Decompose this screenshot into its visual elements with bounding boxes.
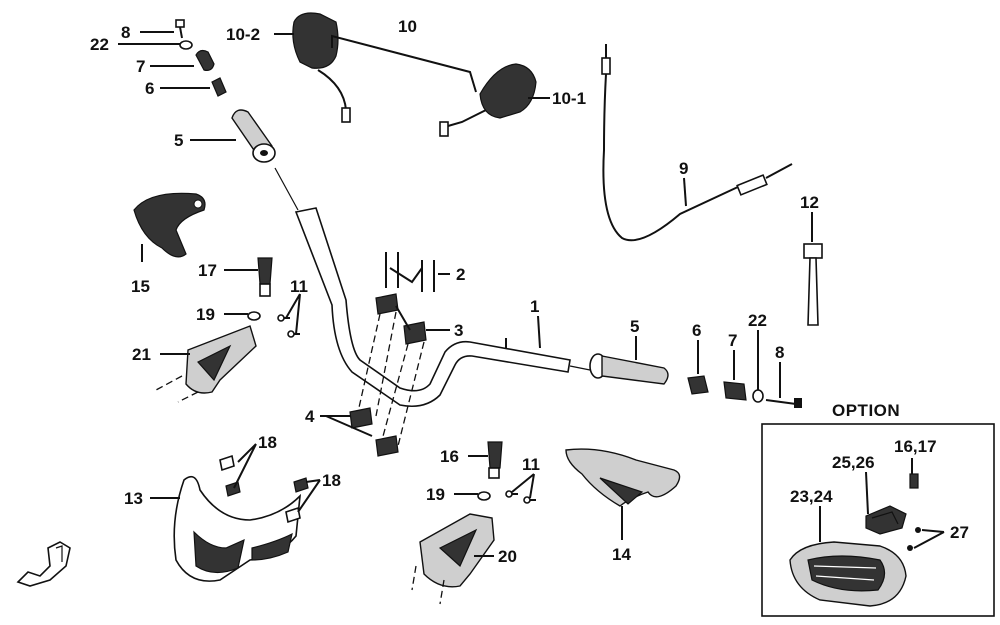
option-part-25-26 — [865, 505, 907, 535]
bolt-8-right — [765, 398, 802, 408]
label-7-right: 7 — [728, 331, 737, 350]
bolt-8-top — [175, 19, 185, 39]
handlebar-1 — [274, 167, 591, 408]
insert-6-right — [687, 375, 709, 395]
label-3: 3 — [454, 321, 463, 340]
part-labels: 8 22 7 6 5 10 10-2 10-1 9 12 15 17 19 11… — [90, 17, 969, 566]
grip-5-right — [589, 353, 669, 385]
bracket-20 — [411, 513, 495, 605]
handguard-15 — [133, 192, 206, 258]
bolts-2 — [385, 252, 435, 292]
label-8-top: 8 — [121, 23, 130, 42]
switch-16 — [487, 441, 503, 479]
option-part-16-17 — [909, 473, 919, 489]
label-5-right: 5 — [630, 317, 639, 336]
label-20: 20 — [498, 547, 517, 566]
grip-5-top — [231, 109, 276, 163]
label-11-right: 11 — [522, 455, 540, 474]
label-27: 27 — [950, 523, 969, 542]
front-direction-icon — [16, 541, 71, 587]
option-part-27 — [907, 527, 921, 551]
label-17: 17 — [198, 261, 217, 280]
label-5-top: 5 — [174, 131, 183, 150]
label-22-right: 22 — [748, 311, 767, 330]
cover-13 — [173, 475, 302, 582]
label-21: 21 — [132, 345, 151, 364]
label-4: 4 — [305, 407, 315, 426]
label-15: 15 — [131, 277, 150, 296]
washer-19-left — [247, 311, 261, 321]
label-6-top: 6 — [145, 79, 154, 98]
bracket-21 — [155, 325, 257, 403]
label-16: 16 — [440, 447, 459, 466]
label-19-left: 19 — [196, 305, 215, 324]
insert-6-top — [211, 77, 227, 97]
washer-22-right — [752, 389, 764, 403]
clamp-4-lower — [349, 407, 399, 457]
option-handguard-23-24 — [789, 541, 907, 607]
washer-19-right — [477, 491, 491, 501]
label-1: 1 — [530, 297, 539, 316]
switch-17 — [257, 257, 273, 297]
washer-22-top — [179, 40, 193, 50]
label-8-right: 8 — [775, 343, 784, 362]
mirror-10-1 — [439, 63, 537, 137]
label-18-a: 18 — [258, 433, 277, 452]
label-10-2: 10-2 — [226, 25, 260, 44]
label-10: 10 — [398, 17, 417, 36]
weight-7-right — [723, 381, 747, 401]
label-14: 14 — [612, 545, 631, 564]
screws-11-right — [505, 490, 536, 504]
label-10-1: 10-1 — [552, 89, 586, 108]
option-title: OPTION — [832, 401, 900, 420]
weight-7-top — [195, 49, 215, 71]
label-18-b: 18 — [322, 471, 341, 490]
label-12: 12 — [800, 193, 819, 212]
clamp-3-upper — [375, 293, 427, 345]
label-7-top: 7 — [136, 57, 145, 76]
label-16-17: 16,17 — [894, 437, 937, 456]
label-25-26: 25,26 — [832, 453, 875, 472]
mirror-10-2 — [292, 12, 351, 123]
strap-12 — [803, 243, 823, 326]
cable-9 — [601, 44, 793, 242]
label-11-left: 11 — [290, 277, 308, 296]
handguard-14 — [565, 448, 681, 507]
label-23-24: 23,24 — [790, 487, 833, 506]
label-13: 13 — [124, 489, 143, 508]
label-6-right: 6 — [692, 321, 701, 340]
clips-18-right — [285, 477, 309, 524]
clips-18-left — [219, 454, 241, 497]
label-19-right: 19 — [426, 485, 445, 504]
label-2: 2 — [456, 265, 465, 284]
label-22-top: 22 — [90, 35, 109, 54]
leader-lines — [118, 31, 945, 557]
option-box — [761, 423, 995, 617]
label-9: 9 — [679, 159, 688, 178]
